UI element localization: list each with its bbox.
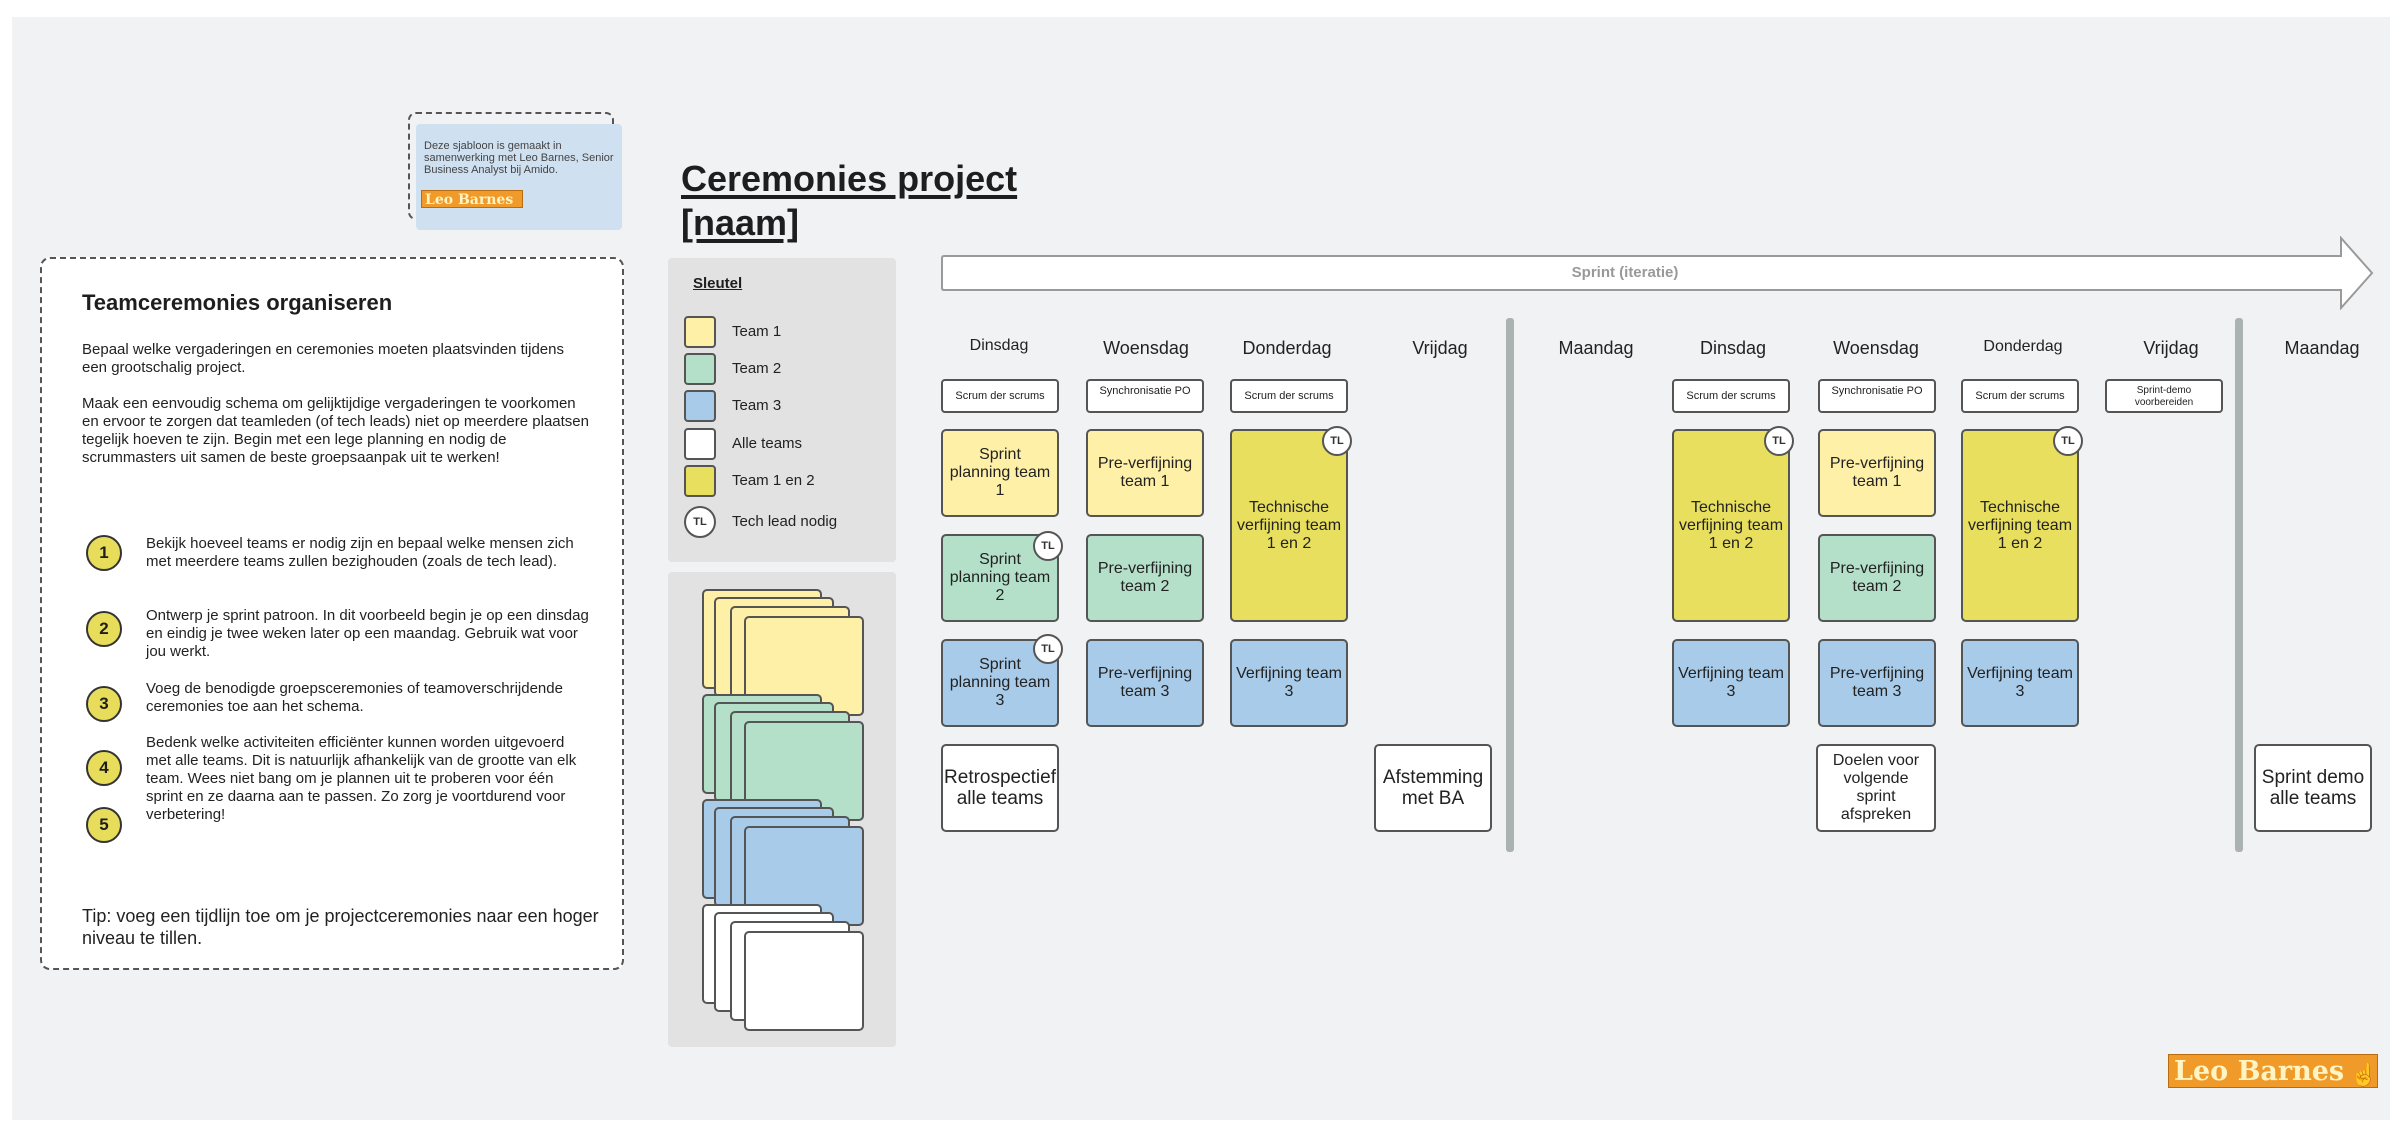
step-number-3: 3 <box>86 686 122 722</box>
tl-badge: TL <box>2053 426 2083 456</box>
card-next-sprint-goals[interactable]: Doelen voor volgende sprint afspreken <box>1816 744 1936 832</box>
card-label: Verfijning team 3 <box>1678 665 1784 700</box>
instructions-title: Teamceremonies organiseren <box>82 290 393 315</box>
key-tl-badge: TL <box>684 506 716 538</box>
day-header-6: Dinsdag <box>1699 338 1767 358</box>
tl-badge: TL <box>1764 426 1794 456</box>
card-label: Afstemming met BA <box>1382 767 1484 809</box>
day-header-10: Maandag <box>2284 338 2360 358</box>
step-text-2: Ontwerp je sprint patroon. In dit voorbe… <box>146 607 589 660</box>
tl-badge: TL <box>1033 531 1063 561</box>
key-title: Sleutel <box>693 275 743 292</box>
step-text-4: Bedenk welke activiteiten efficiënter ku… <box>146 734 577 823</box>
card-label: Pre-verfijning team 1 <box>1829 455 1925 490</box>
card-label: Sprint planning team 1 <box>949 446 1051 499</box>
key-label-team-1: Team 1 <box>732 323 782 340</box>
key-label-all-teams: Alle teams <box>732 435 803 452</box>
card-label: Verfijning team 3 <box>1967 665 2073 700</box>
day-header-4: Vrijdag <box>1412 338 1468 358</box>
credit-text: Deze sjabloon is gemaakt in samenwerking… <box>424 140 614 176</box>
card-sprint-demo-prep[interactable]: Sprint-demo voorbereiden <box>2105 379 2223 413</box>
day-header-1: Dinsdag <box>969 337 1029 354</box>
instructions-body: Maak een eenvoudig schema om gelijktijdi… <box>82 395 589 466</box>
day-header-2: Woensdag <box>1103 338 1189 358</box>
board-title[interactable]: Ceremonies project [naam] <box>681 158 1018 243</box>
step-text-1: Bekijk hoeveel teams er nodig zijn en be… <box>146 535 574 570</box>
card-label: Sprint planning team 2 <box>949 551 1051 604</box>
day-header-9: Vrijdag <box>2143 338 2199 358</box>
tip-text: Tip: voeg een tijdlijn toe om je project… <box>82 906 599 948</box>
card-refinement-team-3-a[interactable]: Verfijning team 3 <box>1230 639 1348 727</box>
key-swatch-team-1 <box>684 316 716 348</box>
card-pre-refinement-team-2[interactable]: Pre-verfijning team 2 <box>1086 534 1204 622</box>
card-label: Retrospectief alle teams <box>944 767 1056 809</box>
card-pre-refinement-team-3[interactable]: Pre-verfijning team 3 <box>1086 639 1204 727</box>
card-label: Pre-verfijning team 2 <box>1097 560 1193 595</box>
key-swatch-team-3 <box>684 390 716 422</box>
credit-note[interactable]: Deze sjabloon is gemaakt in samenwerking… <box>416 124 622 230</box>
sprint-arrow[interactable] <box>940 236 2376 310</box>
instructions-panel[interactable] <box>40 257 624 970</box>
card-label: Pre-verfijning team 3 <box>1829 665 1925 700</box>
card-sync-po-1[interactable]: Synchronisatie PO <box>1086 379 1204 413</box>
card-technical-refinement-2[interactable]: Technische verfijning team 1 en 2 <box>1672 429 1790 622</box>
key-label-team-1-and-2: Team 1 en 2 <box>732 472 815 489</box>
step-text-3: Voeg de benodigde groepsceremonies of te… <box>146 680 563 715</box>
day-header-8: Donderdag <box>1983 338 2063 355</box>
card-label: Pre-verfijning team 3 <box>1097 665 1193 700</box>
card-label: Pre-verfijning team 1 <box>1097 455 1193 490</box>
key-swatch-team-2 <box>684 353 716 385</box>
card-scrum-of-scrums-4[interactable]: Scrum der scrums <box>1961 379 2079 413</box>
card-pre-refinement-team-1-b[interactable]: Pre-verfijning team 1 <box>1818 429 1936 517</box>
card-pre-refinement-team-3-b[interactable]: Pre-verfijning team 3 <box>1818 639 1936 727</box>
card-pre-refinement-team-2-b[interactable]: Pre-verfijning team 2 <box>1818 534 1936 622</box>
card-scrum-of-scrums-3[interactable]: Scrum der scrums <box>1672 379 1790 413</box>
step-number-5: 5 <box>86 807 122 843</box>
week-divider-1 <box>1506 318 1514 852</box>
card-alignment-ba[interactable]: Afstemming met BA <box>1374 744 1492 832</box>
card-label: Sprint planning team 3 <box>949 656 1051 709</box>
instructions-intro: Bepaal welke vergaderingen en ceremonies… <box>82 341 564 376</box>
key-swatch-all-teams <box>684 428 716 460</box>
key-swatch-team-1-and-2 <box>684 465 716 497</box>
card-label: Pre-verfijning team 2 <box>1829 560 1925 595</box>
key-label-tech-lead: Tech lead nodig <box>732 513 838 530</box>
week-divider-2 <box>2235 318 2243 852</box>
card-pre-refinement-team-1[interactable]: Pre-verfijning team 1 <box>1086 429 1204 517</box>
card-sync-po-2[interactable]: Synchronisatie PO <box>1818 379 1936 413</box>
sprint-label: Sprint (iteratie) <box>1571 264 1679 281</box>
card-refinement-team-3-c[interactable]: Verfijning team 3 <box>1961 639 2079 727</box>
card-label: Technische verfijning team 1 en 2 <box>1967 498 2073 552</box>
card-sprint-planning-team-1[interactable]: Sprint planning team 1 <box>941 429 1059 517</box>
key-label-team-2: Team 2 <box>732 360 782 377</box>
step-number-1: 1 <box>86 535 122 571</box>
day-header-3: Donderdag <box>1242 338 1332 358</box>
card-scrum-of-scrums-2[interactable]: Scrum der scrums <box>1230 379 1348 413</box>
sticky-white-stack[interactable] <box>744 931 864 1031</box>
card-technical-refinement-3[interactable]: Technische verfijning team 1 en 2 <box>1961 429 2079 622</box>
card-label: Technische verfijning team 1 en 2 <box>1236 498 1342 552</box>
card-retrospective[interactable]: Retrospectief alle teams <box>941 744 1059 832</box>
tl-badge: TL <box>1322 426 1352 456</box>
tl-badge: TL <box>1033 634 1063 664</box>
card-sprint-demo[interactable]: Sprint demo alle teams <box>2254 744 2372 832</box>
key-label-team-3: Team 3 <box>732 397 782 414</box>
step-number-4: 4 <box>86 750 122 786</box>
card-scrum-of-scrums-1[interactable]: Scrum der scrums <box>941 379 1059 413</box>
pointer-hand-icon: ☝ <box>2350 1062 2378 1087</box>
card-refinement-team-3-b[interactable]: Verfijning team 3 <box>1672 639 1790 727</box>
credit-logo[interactable]: Leo Barnes <box>421 190 523 208</box>
day-header-7: Woensdag <box>1833 338 1919 358</box>
card-technical-refinement-1[interactable]: Technische verfijning team 1 en 2 <box>1230 429 1348 622</box>
day-header-5: Maandag <box>1558 338 1634 358</box>
card-label: Sprint demo alle teams <box>2261 767 2365 809</box>
card-label: Technische verfijning team 1 en 2 <box>1678 498 1784 552</box>
brand-logo[interactable]: Leo Barnes <box>2168 1054 2378 1088</box>
step-number-2: 2 <box>86 611 122 647</box>
card-label: Verfijning team 3 <box>1236 665 1342 700</box>
card-label: Doelen voor volgende sprint afspreken <box>1832 752 1920 823</box>
